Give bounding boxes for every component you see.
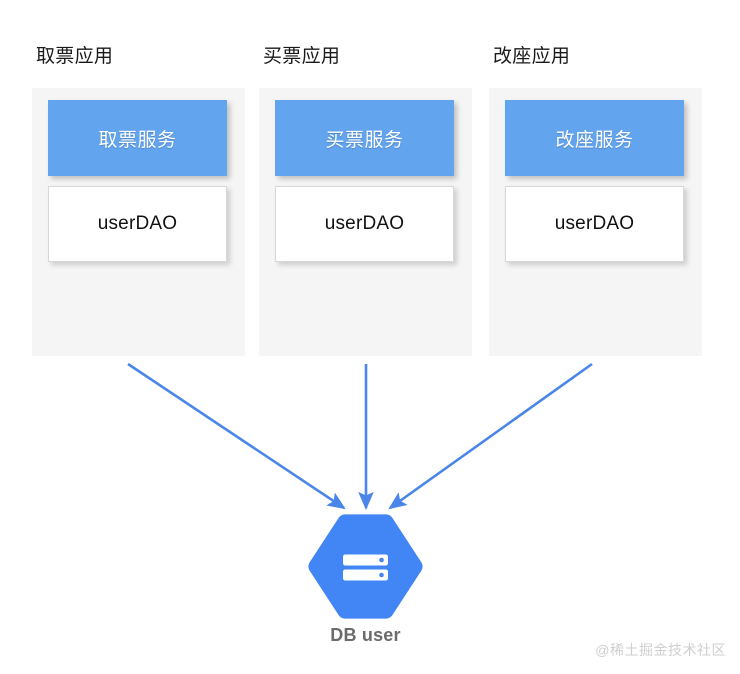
app-title-2: 买票应用 (263, 46, 341, 67)
dao-label-3: userDAO (554, 213, 635, 234)
app-title-3: 改座应用 (493, 46, 571, 67)
service-label-2: 买票服务 (325, 129, 404, 151)
service-box-1[interactable]: 取票服务 (48, 100, 227, 176)
arrow-app1-to-db (127, 362, 346, 510)
arrow-app3-to-db (388, 362, 593, 510)
app-column-2: 买票应用 买票服务 userDAO (259, 44, 472, 356)
service-box-3[interactable]: 改座服务 (505, 100, 684, 176)
app-column-3: 改座应用 改座服务 userDAO (489, 44, 702, 356)
dao-box-2[interactable]: userDAO (275, 186, 454, 262)
app-title-1: 取票应用 (36, 46, 114, 67)
database-label: DB user (330, 625, 401, 645)
service-box-2[interactable]: 买票服务 (275, 100, 454, 176)
app-column-1: 取票应用 取票服务 userDAO (32, 44, 245, 356)
service-label-1: 取票服务 (98, 129, 177, 151)
watermark: @稀土掘金技术社区 (595, 642, 726, 658)
service-label-3: 改座服务 (555, 129, 634, 151)
database-hexagon-icon (308, 514, 423, 619)
dao-box-1[interactable]: userDAO (48, 186, 227, 262)
dao-label-1: userDAO (97, 213, 178, 234)
database-node[interactable]: DB user (305, 514, 435, 654)
dao-label-2: userDAO (324, 213, 405, 234)
dao-box-3[interactable]: userDAO (505, 186, 684, 262)
